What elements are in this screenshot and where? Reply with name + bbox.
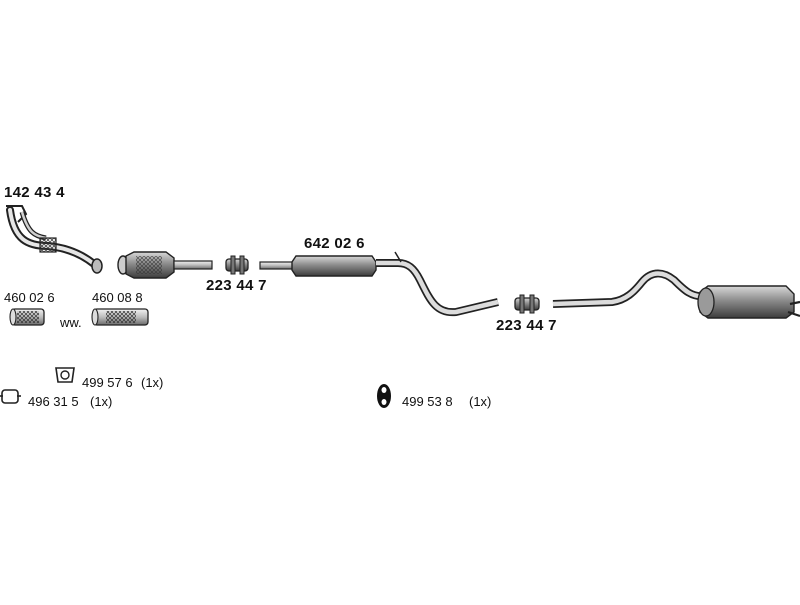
part-label-flex-pipe-b: 460 08 8 xyxy=(92,290,143,305)
rubber-mount-part-number: 499 53 8 xyxy=(402,394,453,409)
bracket-part-number: 496 31 5 xyxy=(28,394,79,409)
clamp-left xyxy=(225,255,249,275)
part-label-flex-pipe-a: 460 02 6 xyxy=(4,290,55,305)
rubber-mount-icon xyxy=(377,384,391,408)
front-pipe xyxy=(6,205,103,274)
part-label-front-pipe: 142 43 4 xyxy=(4,184,65,201)
part-label-clamp-right: 223 44 7 xyxy=(496,317,557,334)
alternative-label: ww. xyxy=(60,315,82,330)
middle-silencer xyxy=(259,251,499,317)
gasket-icon xyxy=(55,367,75,383)
flex-pipe-b xyxy=(91,308,149,326)
gasket-quantity: (1x) xyxy=(141,375,164,390)
bracket-icon xyxy=(0,389,21,404)
rubber-mount-quantity: (1x) xyxy=(469,394,492,409)
part-label-middle-silencer: 642 02 6 xyxy=(304,235,365,252)
rear-silencer xyxy=(552,269,800,319)
part-label-clamp-left: 223 44 7 xyxy=(206,277,267,294)
clamp-right xyxy=(514,294,540,314)
catalytic-converter xyxy=(117,251,213,279)
bracket-quantity: (1x) xyxy=(90,394,113,409)
gasket-part-number: 499 57 6 xyxy=(82,375,133,390)
flex-pipe-a xyxy=(9,308,45,326)
